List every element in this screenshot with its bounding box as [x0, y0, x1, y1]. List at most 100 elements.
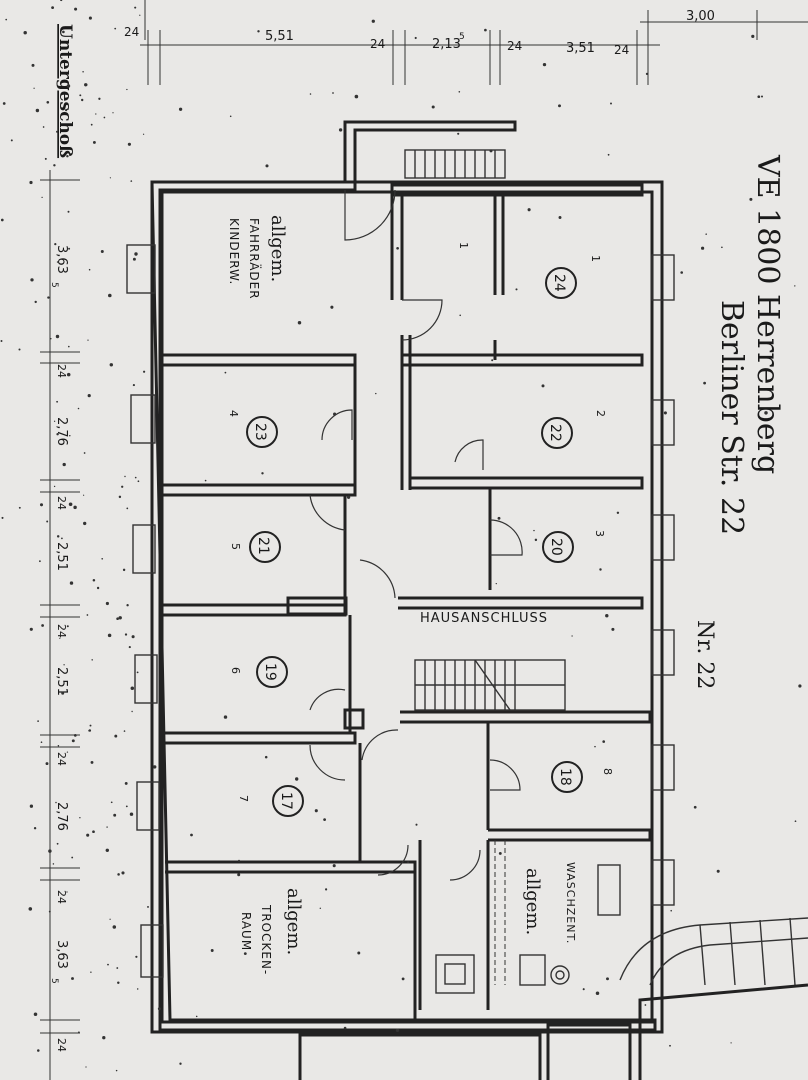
room-no-6: 6	[229, 667, 242, 674]
noise-speck	[498, 851, 502, 855]
noise-speck	[57, 745, 60, 747]
common-bikes-title: allgem.	[267, 215, 288, 282]
noise-speck	[243, 952, 247, 955]
noise-speck	[117, 981, 120, 984]
noise-speck	[101, 557, 104, 560]
noise-speck	[134, 252, 138, 256]
room-circle-17	[272, 785, 304, 817]
noise-speck	[109, 177, 111, 179]
noise-speck	[680, 271, 684, 274]
noise-speck	[18, 506, 21, 509]
noise-speck	[319, 907, 322, 910]
noise-speck	[46, 100, 50, 104]
noise-speck	[88, 16, 92, 20]
left-dim-0: 3,63	[54, 245, 69, 274]
noise-speck	[257, 30, 260, 33]
noise-speck	[71, 856, 74, 859]
noise-speck	[71, 977, 74, 980]
common-wash-title: allgem.	[522, 868, 543, 935]
noise-speck	[606, 977, 609, 981]
noise-speck	[224, 371, 227, 374]
noise-speck	[210, 949, 214, 952]
noise-speck	[28, 907, 33, 911]
house-number: Nr. 22	[692, 620, 717, 689]
noise-speck	[558, 216, 562, 219]
noise-speck	[66, 625, 69, 628]
noise-speck	[132, 384, 135, 387]
top-dim-7: 24	[614, 43, 629, 57]
noise-speck	[68, 502, 73, 507]
top-dim-3: 2,13	[432, 37, 461, 52]
noise-speck	[610, 102, 612, 105]
noise-speck	[71, 739, 75, 743]
common-bikes-line2: KINDERW.	[227, 218, 241, 285]
noise-speck	[69, 434, 71, 437]
common-drying-title: allgem.	[283, 888, 304, 955]
noise-speck	[645, 72, 649, 76]
noise-speck	[45, 762, 49, 766]
noise-speck	[595, 991, 600, 995]
noise-speck	[112, 925, 117, 929]
noise-speck	[489, 149, 493, 153]
noise-speck	[114, 734, 118, 738]
noise-speck	[644, 1004, 647, 1006]
noise-speck	[5, 18, 8, 21]
noise-speck	[128, 646, 131, 649]
noise-speck	[190, 833, 193, 837]
noise-speck	[92, 140, 96, 144]
noise-speck	[41, 196, 43, 199]
noise-speck	[457, 132, 460, 135]
noise-speck	[354, 94, 359, 99]
noise-speck	[29, 180, 33, 185]
common-room-labels: allgem. FAHRRÄDER KINDERW. allgem. TROCK…	[227, 215, 577, 975]
noise-speck	[338, 128, 343, 132]
noise-speck	[124, 633, 128, 636]
noise-speck	[92, 578, 96, 582]
noise-speck	[23, 30, 27, 35]
room-circle-label-21: 21	[255, 537, 271, 555]
stairs-main	[414, 659, 566, 711]
outer-walls	[126, 120, 675, 1034]
noise-speck	[84, 83, 88, 87]
left-dim-9: 2,76	[54, 802, 69, 831]
noise-speck	[458, 91, 461, 93]
noise-speck	[118, 495, 122, 499]
noise-speck	[703, 381, 706, 385]
noise-speck	[237, 859, 241, 862]
noise-speck	[396, 246, 399, 250]
noise-speck	[86, 833, 90, 837]
noise-speck	[730, 1042, 732, 1044]
left-dim-11: 3,63	[54, 940, 69, 969]
noise-speck	[757, 95, 761, 99]
noise-speck	[134, 6, 137, 9]
noise-speck	[118, 616, 122, 620]
noise-speck	[1, 516, 4, 519]
noise-speck	[55, 801, 57, 804]
noise-speck	[134, 476, 137, 479]
noise-speck	[760, 95, 764, 98]
noise-speck	[346, 495, 351, 499]
noise-speck	[53, 420, 56, 422]
noise-speck	[237, 873, 241, 877]
noise-speck	[62, 30, 65, 34]
top-dimension-chain: 24 5,51 24 2,13 5 24 3,51 24 3,00	[124, 0, 808, 85]
noise-speck	[41, 624, 44, 627]
noise-speck	[61, 537, 63, 540]
noise-speck	[599, 568, 602, 571]
noise-speck	[83, 521, 87, 526]
title-line-1: VE 1800 Herrenberg	[750, 154, 785, 474]
noise-speck	[607, 153, 610, 156]
stairs-top	[404, 149, 506, 179]
top-dim-0: 24	[124, 25, 139, 39]
noise-speck	[30, 278, 34, 282]
noise-speck	[131, 635, 135, 639]
noise-speck	[533, 529, 535, 532]
noise-speck	[716, 869, 720, 873]
common-wash-line1: WASCHZENT.	[564, 862, 577, 944]
noise-speck	[78, 1031, 80, 1034]
noise-speck	[126, 604, 129, 607]
left-dimension-chain: 3,63 5 24 2,76 24 2,51 24 2,51 24 2,76 2…	[40, 170, 80, 1080]
noise-speck	[137, 480, 140, 483]
noise-speck	[127, 142, 131, 146]
